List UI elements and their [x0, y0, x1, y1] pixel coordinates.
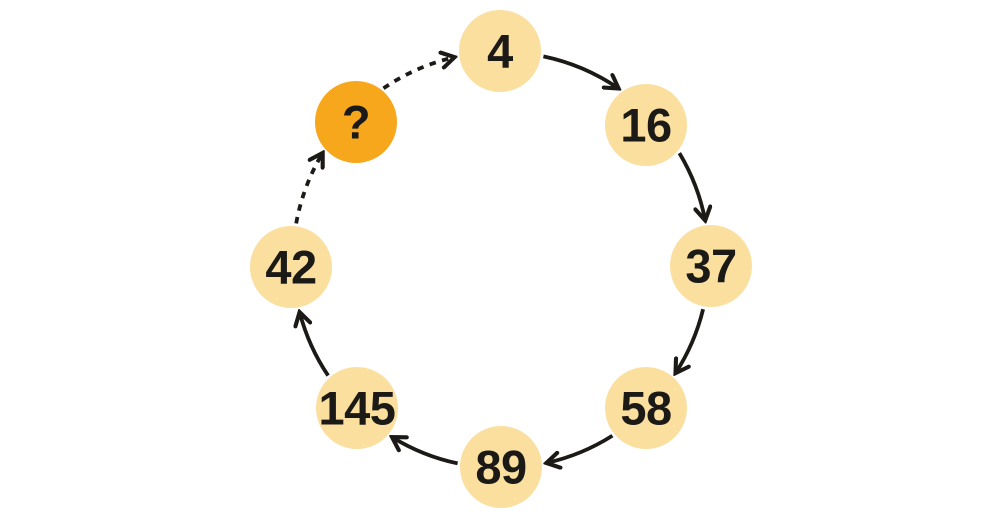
node-4: 4	[459, 10, 541, 92]
node-circle	[460, 426, 542, 508]
node-unknown: ?	[315, 81, 397, 163]
edge-89-145	[392, 437, 458, 466]
node-circle	[459, 10, 541, 92]
edges-layer	[296, 56, 705, 463]
node-89: 89	[460, 426, 542, 508]
edge-58-89	[546, 434, 614, 463]
node-label: 37	[685, 239, 736, 292]
edge-42-unknown	[294, 153, 323, 224]
node-58: 58	[605, 367, 687, 449]
node-label: 145	[319, 381, 396, 434]
node-145: 145	[316, 367, 398, 449]
edge-unknown-4	[382, 57, 455, 90]
node-circle	[605, 367, 687, 449]
node-label: ?	[342, 95, 370, 148]
node-label: 16	[620, 98, 671, 151]
node-16: 16	[605, 84, 687, 166]
node-37: 37	[670, 225, 752, 307]
node-label: 58	[620, 381, 671, 434]
edge-145-42	[300, 312, 330, 377]
node-label: 4	[487, 24, 513, 77]
edge-4-16	[543, 54, 618, 88]
nodes-layer: 4 16 37 58 89 145 42?	[250, 10, 752, 508]
node-circle	[250, 226, 332, 308]
node-42: 42	[250, 226, 332, 308]
node-circle	[605, 84, 687, 166]
edge-16-37	[677, 152, 705, 220]
node-circle	[670, 225, 752, 307]
node-circle-highlighted	[315, 81, 397, 163]
node-circle	[316, 367, 398, 449]
node-label: 89	[475, 440, 526, 493]
node-label: 42	[265, 240, 316, 293]
edge-37-58	[676, 308, 705, 373]
